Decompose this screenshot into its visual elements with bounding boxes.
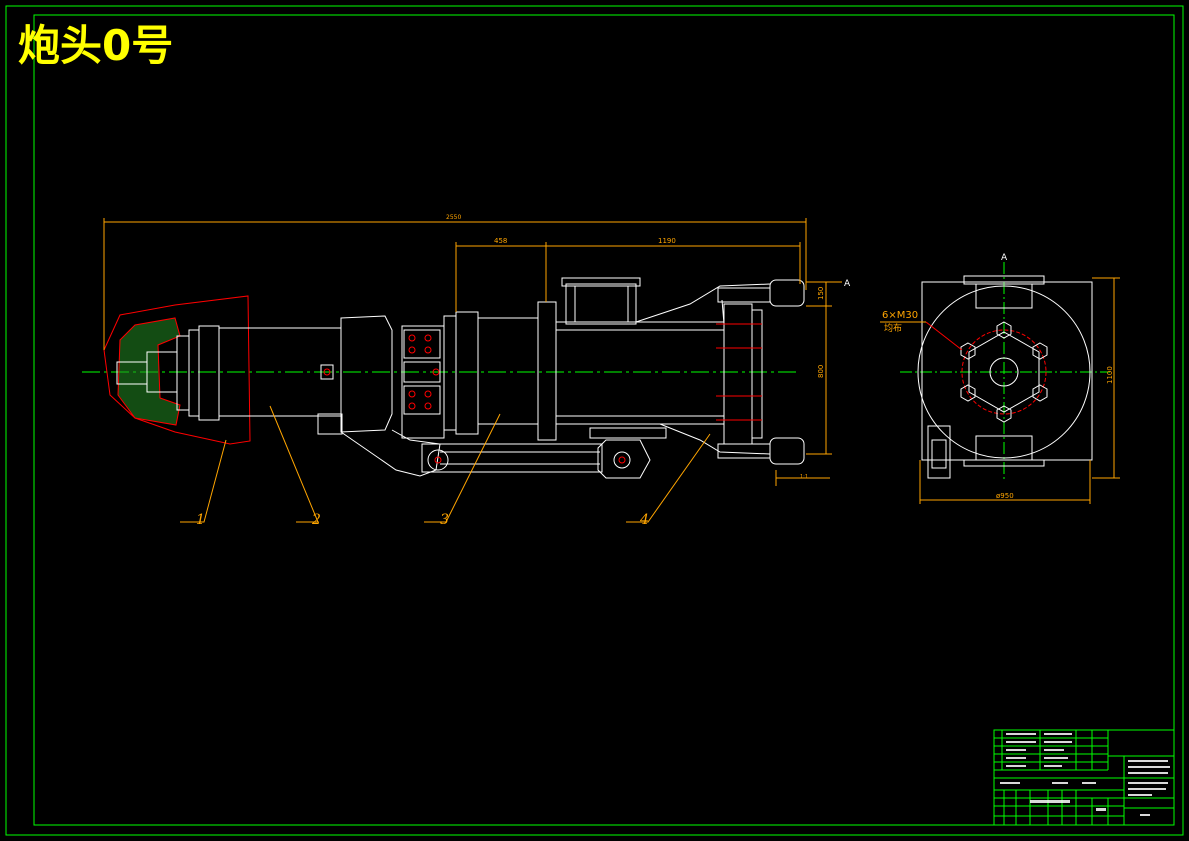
- dim-vertical-large: 800: [817, 365, 825, 378]
- main-dimensions: [103, 218, 842, 486]
- coupling-bolts: [408, 334, 440, 410]
- taper-lower: [659, 423, 771, 455]
- dim-overall-length: 2550: [446, 214, 461, 221]
- end-plate-bolts: [716, 323, 762, 421]
- callout-3: 3: [440, 512, 449, 528]
- callout-4: 4: [639, 512, 649, 528]
- lug-bottom: [769, 437, 805, 465]
- scale-note: 1:1: [800, 474, 808, 480]
- top-inlet: [565, 283, 637, 325]
- side-bracket: [927, 425, 951, 479]
- coupling-clamp-mid: [403, 361, 441, 383]
- drawing-title: 炮头0号: [18, 21, 173, 70]
- callout-leaders: [180, 405, 711, 523]
- side-bolt-circle: [961, 329, 1047, 415]
- section-mark-side: A: [1001, 253, 1008, 263]
- callout-2: 2: [311, 512, 321, 528]
- coupling-clamp-top: [403, 329, 441, 359]
- inner-frame: [33, 14, 1175, 826]
- end-plate: [723, 303, 753, 445]
- side-dimensions: [880, 277, 1120, 504]
- hydraulic-bracket-right: [597, 439, 651, 479]
- cylinder-body: [477, 317, 539, 425]
- dim-segment-b: 1190: [658, 237, 676, 245]
- nozzle-hatched-section: [117, 317, 181, 426]
- dim-bolt-note-sub: 均布: [884, 322, 902, 334]
- side-flange-square: [921, 281, 1093, 461]
- title-block-fill: [1000, 733, 1170, 816]
- side-hub: [989, 357, 1019, 387]
- section-mark-top: A: [844, 279, 851, 289]
- coupling-housing: [340, 315, 393, 433]
- coupling-lower-arm: [340, 429, 441, 477]
- dim-bolt-note: 6×M30: [882, 310, 918, 321]
- nozzle-flange: [198, 325, 220, 421]
- coupling-clamp-bot: [403, 385, 441, 415]
- title-block: [993, 729, 1175, 826]
- nozzle-collar: [176, 335, 190, 411]
- barrel-bracket: [317, 413, 343, 435]
- side-outer-circle: [917, 285, 1091, 459]
- dim-vertical-small: 150: [817, 287, 825, 300]
- cylinder-flange-b: [455, 311, 479, 435]
- nozzle-flange-left: [188, 329, 200, 417]
- side-inner-hex: [968, 331, 1040, 413]
- cylinder-flange-a: [443, 315, 457, 431]
- cylinder-flange-c: [537, 301, 557, 441]
- hydraulic-pin-left: [427, 449, 449, 471]
- tube-body: [555, 321, 725, 425]
- barrel-bolt: [320, 364, 334, 380]
- lug-top: [769, 279, 805, 307]
- nozzle-outer-profile: [103, 295, 251, 445]
- outer-frame: [5, 5, 1184, 836]
- hydraulic-cylinder: [421, 443, 603, 473]
- dim-side-diameter: ø950: [996, 492, 1014, 500]
- dim-segment-a: 458: [494, 237, 507, 245]
- callout-1: 1: [196, 512, 205, 528]
- main-view: [82, 277, 805, 479]
- dim-side-height: 1100: [1106, 366, 1114, 384]
- side-bolts: [960, 321, 1048, 423]
- side-view: [900, 262, 1110, 480]
